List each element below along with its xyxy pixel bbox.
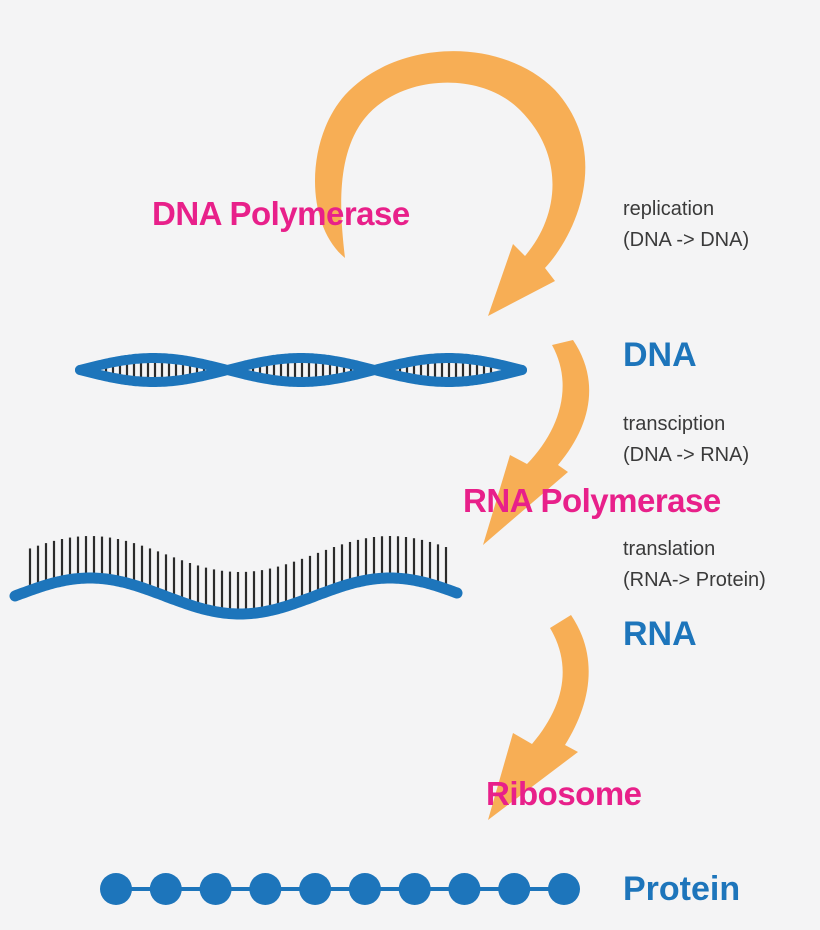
- amino-acid-bead: [149, 873, 182, 905]
- transcription-arrow: [483, 340, 590, 545]
- dna-strand: [75, 353, 527, 387]
- amino-acid-bead: [199, 873, 232, 905]
- amino-acid-bead: [249, 873, 282, 905]
- amino-acid-bead: [498, 873, 531, 905]
- amino-acid-bead: [548, 873, 580, 905]
- translation-arrow: [488, 615, 589, 820]
- amino-acid-bead: [299, 873, 332, 905]
- dna-label: DNA: [623, 336, 697, 374]
- rna-strand: [9, 536, 463, 620]
- amino-acid-bead: [398, 873, 431, 905]
- amino-acid-bead: [100, 873, 132, 905]
- protein-chain: [100, 873, 580, 905]
- transcription-name: transciption: [623, 413, 726, 435]
- dna-polymerase-label: DNA Polymerase: [152, 195, 410, 232]
- translation-detail: (RNA-> Protein): [623, 569, 766, 591]
- transcription-detail: (DNA -> RNA): [623, 444, 750, 466]
- replication-detail: (DNA -> DNA): [623, 229, 750, 251]
- rna-polymerase-label: RNA Polymerase: [463, 482, 721, 519]
- ribosome-label: Ribosome: [486, 775, 642, 812]
- replication-label: replication (DNA -> DNA): [623, 194, 749, 256]
- translation-name: translation: [623, 538, 716, 560]
- transcription-label: transciption (DNA -> RNA): [623, 409, 749, 471]
- protein-label: Protein: [623, 870, 741, 908]
- replication-arrow: [315, 51, 586, 317]
- rna-backbone: [9, 572, 463, 620]
- dna-helix: [75, 353, 527, 387]
- dna-strand: [75, 353, 527, 387]
- rna-label: RNA: [623, 615, 697, 653]
- amino-acid-bead: [448, 873, 481, 905]
- rna-bases: [28, 536, 448, 614]
- amino-acid-bead: [348, 873, 381, 905]
- amino-acid-beads: [100, 873, 580, 905]
- translation-label: translation (RNA-> Protein): [623, 534, 766, 596]
- replication-name: replication: [623, 198, 715, 220]
